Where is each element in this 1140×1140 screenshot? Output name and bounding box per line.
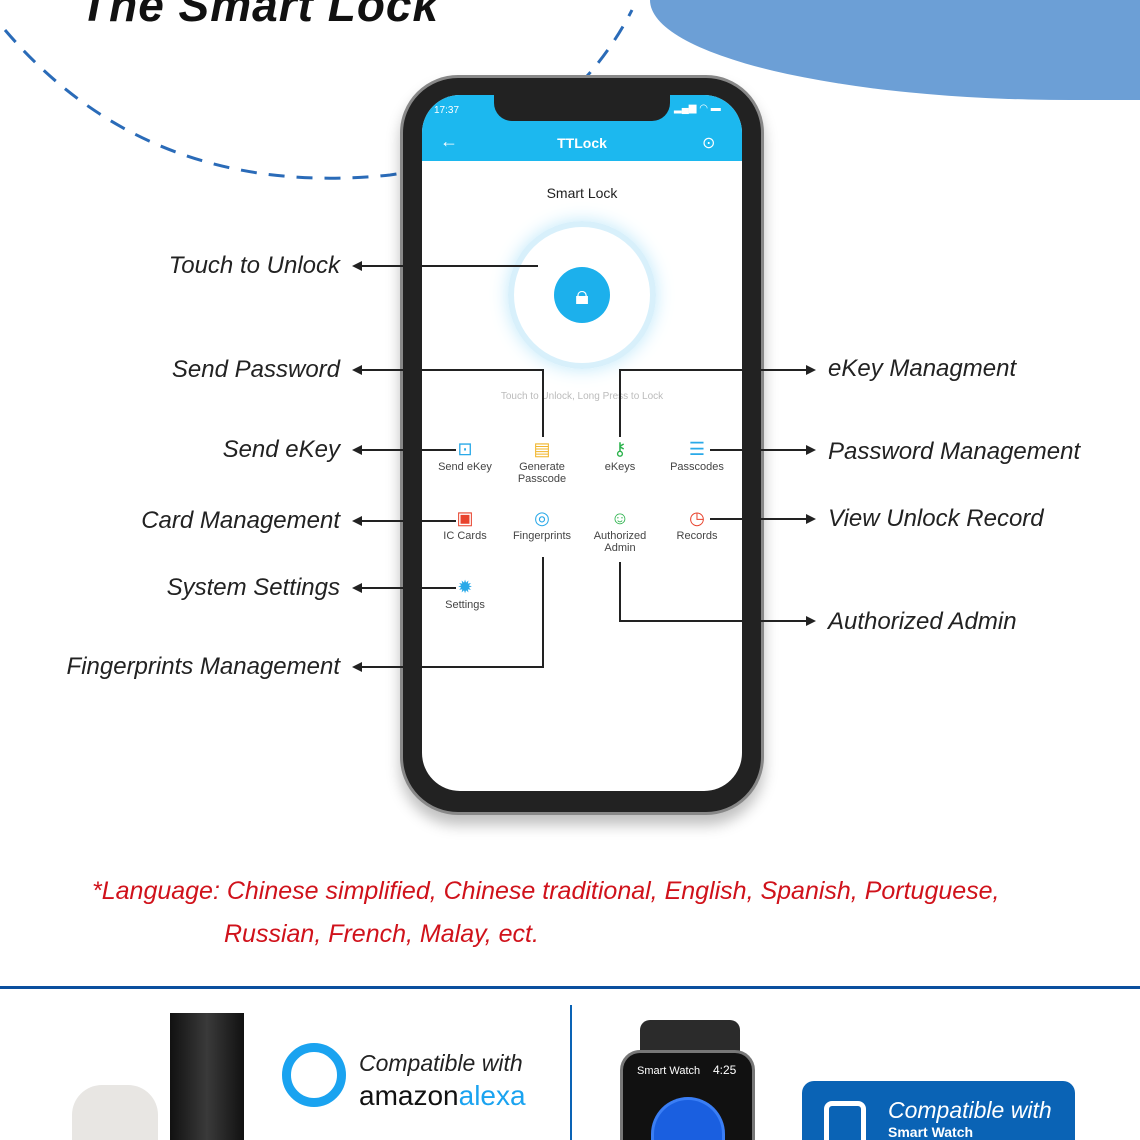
watch-icon [824,1101,866,1140]
back-icon[interactable]: ← [440,131,458,151]
arrow-left-icon [352,261,362,271]
callout-card-management: Card Management [141,507,340,534]
language-line-2: Russian, French, Malay, ect. [224,920,539,948]
card-icon: ▣ [456,508,474,528]
callout-line [542,369,544,437]
arrow-right-icon [806,514,816,524]
arrow-right-icon [806,616,816,626]
app-item-label: Fingerprints [512,530,572,542]
callout-line [542,557,544,668]
amazon-word: amazon [359,1080,459,1111]
callout-line [619,369,809,371]
watch-time: 4:25 [713,1063,737,1077]
callout-ekey-management: eKey Managment [828,355,1017,382]
callout-line [619,562,621,621]
google-home-device [72,1085,158,1140]
callout-line [710,449,809,451]
callout-line [710,518,809,520]
watch-lock-icon [651,1097,725,1140]
list-icon: ☰ [688,439,706,459]
app-item-label: IC Cards [443,530,487,542]
arrow-left-icon [352,662,362,672]
app-item[interactable]: ⚷ eKeys [580,437,660,473]
app-item[interactable]: ▣ IC Cards [425,506,505,542]
watch-label: Smart Watch [637,1065,701,1077]
app-item-label: Generate Passcode [517,461,567,485]
callout-line [619,620,809,622]
alexa-word: alexa [458,1080,526,1111]
callout-system-settings: System Settings [166,574,340,601]
arrow-left-icon [352,583,362,593]
gear-icon: ✹ [457,577,473,597]
callout-password-management: Password Management [828,438,1081,465]
passcode-icon: ▤ [533,439,551,459]
callout-line [360,666,544,668]
app-item-label: Authorized Admin [593,530,647,554]
callout-unlock-record: View Unlock Record [828,505,1044,532]
callout-touch-to-unlock: Touch to Unlock [168,252,340,279]
callout-line [360,449,456,451]
phone-screen: 17:37 ▂▄▆ ◠ ▬ ← TTLock ⊙ Smart Lock 🔒︎ T… [422,95,742,791]
callout-send-ekey: Send eKey [222,436,340,463]
settings-icon[interactable]: ⊙ [702,135,716,152]
fingerprint-icon: ◎ [534,508,550,528]
watch-compat-badge: Compatible with Smart Watch [802,1081,1075,1140]
echo-device [170,1013,244,1140]
app-item-label: eKeys [604,461,636,473]
callout-fingerprints: Fingerprints Management [66,653,340,680]
app-item-label: Settings [445,599,485,611]
callout-line [360,587,456,589]
alexa-compat-text: Compatible with [359,1050,523,1076]
history-icon: ◷ [689,508,705,528]
arrow-right-icon [806,365,816,375]
watch-compat-text: Compatible with [888,1097,1052,1123]
status-icons: ▂▄▆ ◠ ▬ [674,103,721,114]
unlock-button[interactable]: 🔒︎ [508,221,656,369]
callout-line [360,520,456,522]
hint-text: Touch to Unlock, Long Press to Lock [500,391,664,402]
arrow-left-icon [352,445,362,455]
app-item[interactable]: ✹ Settings [425,575,505,611]
arrow-left-icon [352,516,362,526]
alexa-brand: amazonalexa [359,1080,526,1112]
language-line-1: *Language: Chinese simplified, Chinese t… [92,877,1000,905]
app-item[interactable]: ◷ Records [657,506,737,542]
callout-line [360,265,538,267]
keys-icon: ⚷ [613,439,627,459]
alexa-logo-icon [282,1043,346,1107]
app-item-label: Send eKey [438,461,492,473]
callout-send-password: Send Password [171,356,340,383]
callout-authorized-admin: Authorized Admin [828,608,1017,635]
status-time: 17:37 [434,105,460,116]
arrow-left-icon [352,365,362,375]
arrow-right-icon [806,445,816,455]
callout-line [360,369,544,371]
app-item-label: Passcodes [670,461,724,473]
divider [0,986,1140,989]
notch [494,95,670,121]
callout-line [619,369,621,437]
app-item[interactable]: ☺Authorized Admin [580,506,660,554]
lock-icon: 🔒︎ [554,267,610,323]
watch-compat-text-2: Smart Watch [888,1124,974,1140]
page-title: The Smart Lock [80,0,440,31]
app-item[interactable]: ⊡ Send eKey [425,437,505,473]
admin-icon: ☺ [610,508,630,528]
app-title: TTLock [557,135,607,151]
divider-vertical [570,1005,572,1140]
app-item[interactable]: ▤Generate Passcode [502,437,582,485]
screen-title: Smart Lock [546,185,618,201]
smart-watch: Smart Watch 4:25 [620,1050,755,1140]
ekey-send-icon: ⊡ [457,439,473,459]
app-item-label: Records [676,530,718,542]
app-item[interactable]: ☰ Passcodes [657,437,737,473]
app-item[interactable]: ◎ Fingerprints [502,506,582,542]
